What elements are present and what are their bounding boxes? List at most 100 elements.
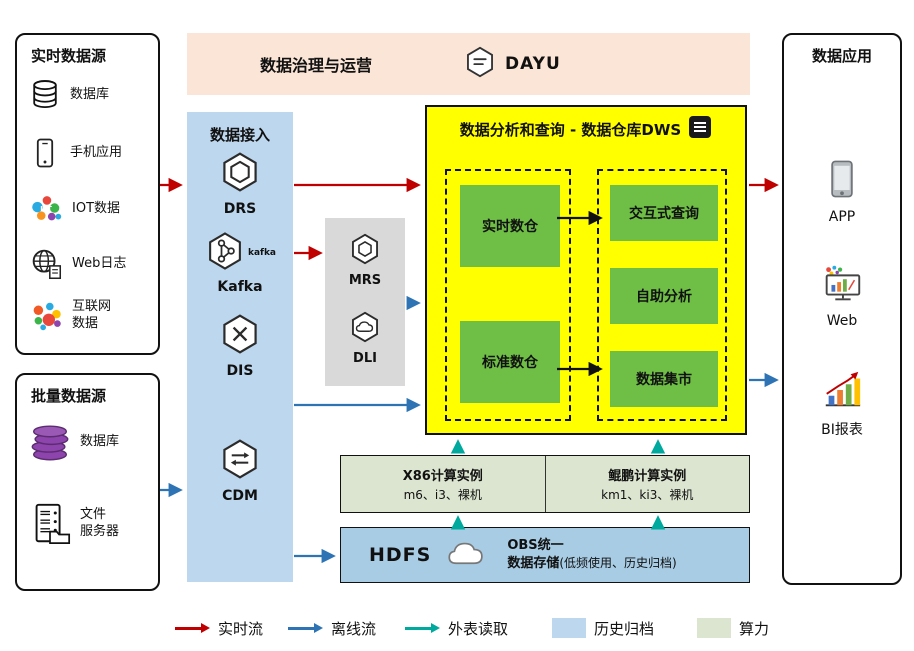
analysis-group: 交互式查询 自助分析 数据集市 (597, 169, 727, 421)
dws-title: 数据分析和查询 - 数据仓库DWS (459, 120, 682, 139)
governance-title: 数据治理与运营 (260, 56, 373, 75)
ingestion-column: 数据接入 DRS (187, 112, 293, 582)
obs-line1: OBS统一 (507, 538, 564, 554)
legend-label: 外表读取 (448, 619, 509, 638)
module-interactive-query: 交互式查询 (610, 185, 718, 241)
list-item: 数据库 (27, 77, 109, 113)
module-self-analysis: 自助分析 (610, 268, 718, 324)
app-label: BI报表 (821, 422, 863, 438)
applications-title: 数据应用 (811, 47, 872, 65)
legend-realtime-flow: 实时流 (175, 613, 263, 643)
bi-chart-icon (819, 369, 865, 415)
cloud-icon (445, 538, 493, 572)
globe-log-icon (27, 245, 65, 283)
source-label: 文件 服务器 (80, 507, 120, 539)
compute-kunpeng-title: 鲲鹏计算实例 (608, 469, 687, 484)
batch-sources-panel: 批量数据源 数据库 (15, 373, 160, 591)
list-item: IoT IOT数据 (27, 190, 120, 228)
hdfs-label: HDFS (369, 544, 432, 566)
list-item: 互联网 数据 (27, 297, 111, 335)
source-label: 手机应用 (70, 144, 123, 160)
legend-offline-flow: 离线流 (288, 613, 376, 643)
warehouse-group: 实时数仓 标准数仓 (445, 169, 571, 421)
source-label: 互联网 数据 (72, 299, 112, 331)
app-label: APP (828, 209, 856, 225)
phone-icon (27, 135, 63, 171)
storage-box: HDFS OBS统一 数据存储(低频使用、历史归档) (340, 527, 750, 583)
report-doc-icon (688, 115, 712, 143)
svg-text:IoT: IoT (40, 205, 52, 213)
database-stack-icon (27, 419, 73, 465)
mrs-icon (348, 232, 382, 270)
legend-external-read: 外表读取 (405, 613, 508, 643)
module-data-mart: 数据集市 (610, 351, 718, 407)
teal-arrow-icon (405, 623, 440, 633)
module-realtime-dw: 实时数仓 (460, 185, 560, 267)
dws-panel: 数据分析和查询 - 数据仓库DWS 实时数仓 标准数仓 交互式查询 自助分析 数… (425, 105, 747, 435)
service-mrs: MRS (325, 232, 405, 288)
app-item-app: APP (784, 157, 900, 225)
red-arrow-icon (175, 623, 210, 633)
app-item-web: Web (784, 263, 900, 329)
kafka-icon (204, 230, 246, 276)
source-label: 数据库 (80, 433, 120, 449)
batch-sources-title: 批量数据源 (31, 387, 107, 405)
realtime-sources-panel: 实时数据源 数据库 手机应用 (15, 33, 160, 355)
legend-history-archive: 历史归档 (552, 613, 654, 643)
compute-x86-subtitle: m6、i3、裸机 (403, 488, 482, 502)
service-cdm: CDM (187, 437, 293, 504)
olive-swatch-icon (697, 618, 731, 638)
app-label: Web (826, 313, 858, 329)
applications-panel: 数据应用 APP (782, 33, 902, 585)
service-dis: DIS (187, 312, 293, 379)
list-item: 数据库 (27, 419, 119, 465)
service-label: MRS (348, 273, 382, 288)
ingestion-title: 数据接入 (209, 126, 270, 144)
source-label: Web日志 (72, 255, 127, 271)
source-label: IOT数据 (72, 200, 121, 216)
obs-note: (低频使用、历史归档) (559, 556, 677, 570)
service-drs: DRS (187, 150, 293, 217)
service-dli: DLI (325, 310, 405, 366)
service-label: DRS (223, 201, 257, 217)
service-kafka: kafka Kafka (187, 230, 293, 295)
compute-x86-title: X86计算实例 (402, 469, 483, 484)
database-icon (27, 77, 63, 113)
web-monitor-icon (819, 263, 865, 309)
dayu-brand: DAYU (463, 33, 561, 95)
legend-compute-power: 算力 (697, 613, 769, 643)
dayu-label: DAYU (505, 54, 561, 74)
service-label: DIS (226, 363, 254, 379)
list-item: Web日志 (27, 245, 126, 283)
list-item: 手机应用 (27, 135, 122, 171)
module-standard-dw: 标准数仓 (460, 321, 560, 403)
compute-x86: X86计算实例 m6、i3、裸机 (341, 456, 545, 512)
governance-banner: 数据治理与运营 DAYU (187, 33, 750, 95)
dws-title-row: 数据分析和查询 - 数据仓库DWS (427, 115, 745, 143)
drs-icon (218, 150, 262, 198)
legend-label: 实时流 (218, 619, 264, 638)
service-label: Kafka (217, 279, 263, 295)
legend-label: 历史归档 (594, 619, 655, 638)
dli-icon (348, 310, 382, 348)
app-phone-icon (820, 157, 864, 205)
processing-box: MRS DLI (325, 218, 405, 386)
list-item: 文件 服务器 (27, 501, 119, 547)
service-label: DLI (353, 351, 377, 366)
dayu-icon (463, 45, 497, 83)
kafka-wordmark: kafka (247, 248, 277, 258)
dis-icon (218, 312, 262, 360)
compute-kunpeng-subtitle: km1、ki3、裸机 (601, 488, 694, 502)
blue-arrow-icon (288, 623, 323, 633)
compute-box: X86计算实例 m6、i3、裸机 鲲鹏计算实例 km1、ki3、裸机 (340, 455, 750, 513)
wordcloud-icon (27, 297, 65, 335)
blue-swatch-icon (552, 618, 586, 638)
obs-line2: 数据存储 (507, 556, 560, 571)
service-label: CDM (222, 488, 258, 504)
obs-text: OBS统一 数据存储(低频使用、历史归档) (507, 537, 676, 572)
source-label: 数据库 (70, 86, 110, 102)
realtime-sources-title: 实时数据源 (31, 47, 107, 65)
app-item-bi: BI报表 (784, 369, 900, 439)
iot-icon: IoT (27, 190, 65, 228)
compute-kunpeng: 鲲鹏计算实例 km1、ki3、裸机 (544, 456, 750, 512)
